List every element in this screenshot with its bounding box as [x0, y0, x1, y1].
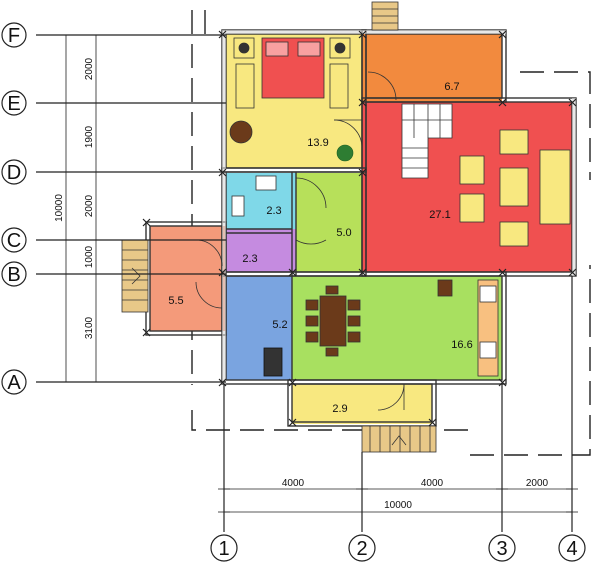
axis-bubbles-numbers	[210, 534, 586, 562]
axis-label-3: 3	[496, 538, 507, 560]
axis-lines-horizontal	[36, 34, 226, 383]
dining-set	[305, 285, 361, 357]
axis-label-2: 2	[356, 538, 367, 560]
stairs-left	[121, 239, 149, 313]
plant	[336, 144, 354, 162]
axis-label-f: F	[8, 25, 20, 47]
dim-h-total: 10000	[384, 500, 412, 511]
dim-v-4: 1000	[84, 245, 95, 268]
dim-h-1: 4000	[282, 478, 305, 489]
dim-v-2: 1900	[84, 125, 95, 148]
axis-label-e: E	[7, 93, 20, 115]
dim-h-3: 2000	[526, 478, 549, 489]
wall-cross-marks	[142, 30, 577, 427]
dim-v-1: 2000	[84, 57, 95, 80]
room-top-right	[362, 34, 502, 102]
horizontal-dimension-lines	[218, 488, 578, 513]
stove-blue-room	[263, 347, 283, 377]
area-bedroom: 13.9	[307, 137, 328, 149]
stairs-top	[371, 1, 399, 31]
room-hall	[296, 173, 362, 272]
room-entry	[150, 226, 226, 331]
axis-label-a: A	[7, 372, 21, 394]
axis-label-d: D	[7, 162, 21, 184]
vertical-dimension-lines	[60, 34, 102, 383]
sofa-set	[459, 129, 571, 247]
axis-label-4: 4	[566, 538, 577, 560]
wall-bands	[222, 30, 576, 384]
dim-v-5: 3100	[84, 316, 95, 339]
stairs-internal	[401, 103, 453, 179]
kitchen-units	[437, 279, 499, 377]
nightstands	[233, 37, 351, 109]
area-entry: 5.5	[168, 295, 183, 307]
room-wc	[226, 229, 296, 272]
area-bath: 2.3	[266, 205, 281, 217]
room-porch	[292, 384, 432, 424]
area-top-right: 6.7	[444, 81, 459, 93]
axis-label-1: 1	[218, 538, 229, 560]
bedroom-chair	[229, 120, 253, 144]
dim-v-total: 10000	[54, 194, 65, 222]
stairs-bottom	[361, 425, 437, 453]
axis-label-c: C	[7, 230, 21, 252]
axis-bubbles-letters	[1, 22, 27, 395]
axis-label-b: B	[7, 264, 20, 286]
dim-h-2: 4000	[421, 478, 444, 489]
bath-fixtures	[231, 175, 277, 217]
area-kitchen: 16.6	[451, 339, 472, 351]
area-wc: 2.3	[242, 253, 257, 265]
area-living: 27.1	[429, 209, 450, 221]
area-porch: 2.9	[332, 403, 347, 415]
area-blue-room: 5.2	[272, 319, 287, 331]
bed	[261, 37, 325, 99]
area-hall: 5.0	[336, 227, 351, 239]
dim-v-3: 2000	[84, 194, 95, 217]
